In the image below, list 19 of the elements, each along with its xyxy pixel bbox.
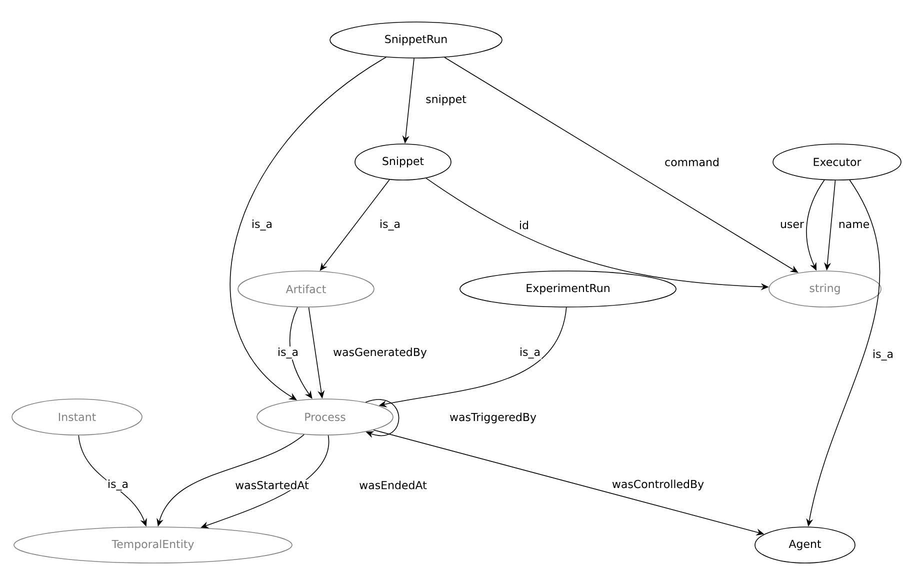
edge-label: is_a: [250, 218, 274, 232]
arrow: [365, 399, 400, 438]
edge-label: wasEndedAt: [358, 480, 428, 490]
edge-label: is_a: [106, 478, 130, 492]
edge-label: user: [779, 220, 805, 230]
edge-label: snippet: [424, 94, 468, 106]
edge-label: name: [837, 220, 871, 230]
edge-label: is_a: [872, 348, 895, 362]
edge-label: id: [518, 220, 530, 230]
edge-label: is_a: [276, 346, 300, 360]
edge-label: is_a: [518, 346, 542, 360]
arrow: [230, 56, 386, 400]
edge-label: wasStartedAt: [234, 480, 310, 490]
edge-label: wasControlledBy: [610, 478, 706, 492]
edge-label: wasGeneratedBy: [332, 346, 428, 360]
edge-label: command: [664, 156, 720, 168]
edge-label: is_a: [378, 218, 402, 232]
edge-label: wasTriggeredBy: [448, 412, 538, 424]
arrow: [320, 179, 390, 271]
